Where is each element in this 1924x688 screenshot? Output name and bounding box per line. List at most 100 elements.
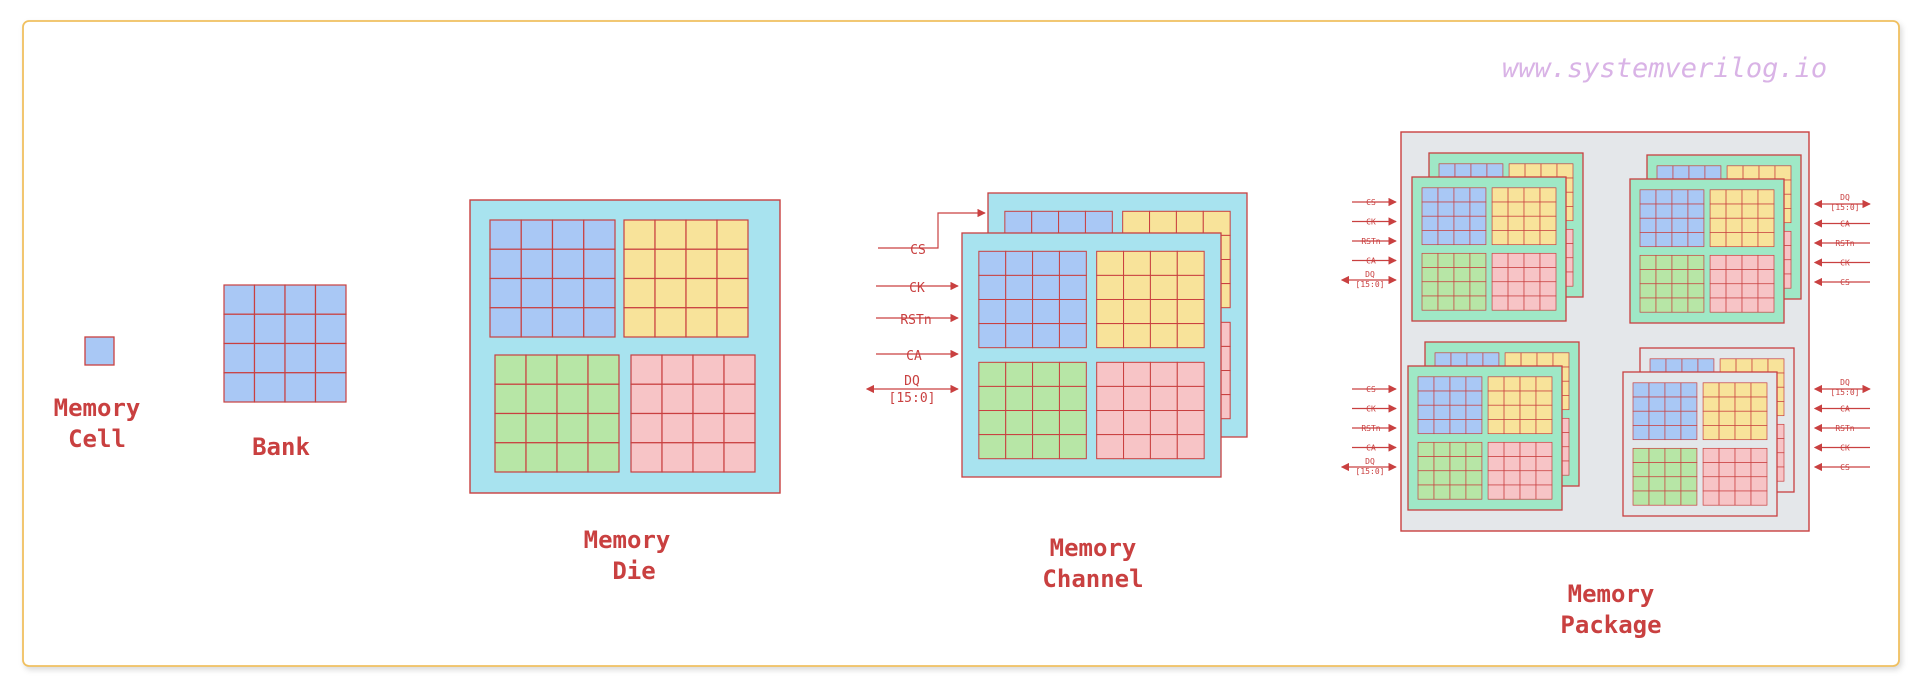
package-channel-br-front [1622,371,1778,517]
memory-cell [1697,358,1715,374]
memory-cell [1757,189,1775,205]
memory-package-group: CSCKRSTnCADQ[15:0]CSCKRSTnCADQ[15:0]DQ[1… [1340,131,1871,639]
memory-cell [1005,274,1034,300]
memory-cell [1523,252,1541,268]
memory-cell [1503,376,1521,392]
memory-cell [1702,382,1720,398]
memory-cell [1058,361,1087,387]
memory-cell [1725,269,1743,285]
memory-cell [1465,484,1483,500]
memory-cell [1757,217,1775,233]
memory-cell [1005,410,1034,436]
memory-cell [1175,210,1204,236]
package-channels [1407,152,1802,517]
memory-cell [1491,201,1509,217]
memory-cell [1465,390,1483,406]
memory-cell [1503,390,1521,406]
memory-cell [1702,396,1720,412]
memory-cell [1655,217,1673,233]
memory-cell [1449,441,1467,457]
memory-cell [1491,215,1509,231]
memory-cell [978,250,1007,276]
memory-cell [654,307,687,338]
signal-dq-label-1: DQ [904,374,920,389]
memory-cell [1519,419,1537,435]
memory-cell [1096,323,1125,349]
memory-cell [1632,410,1650,426]
memory-cell [494,442,527,473]
memory-cell [1702,462,1720,478]
memory-cell [1725,217,1743,233]
package-channel-br [1622,347,1795,517]
bank-label: Bank [252,433,310,461]
memory-cell [630,383,663,415]
memory-cell [1437,215,1455,231]
memory-cell [1671,203,1689,219]
memory-cell [1449,419,1467,435]
memory-cell [1536,352,1554,368]
die-bank-blue [489,219,616,338]
memory-cell [1491,252,1509,268]
bank-yellow [1096,250,1205,349]
bank-group: Bank [223,284,347,461]
bank-grid [223,284,347,403]
memory-cell [1687,254,1705,270]
memory-cell [1655,269,1673,285]
memory-cell [1639,269,1657,285]
memory-cell [1465,419,1483,435]
memory-cell [1032,298,1060,325]
memory-cell [623,248,656,280]
memory-cell [1058,274,1087,300]
memory-cell [685,219,718,250]
memory-cell [1741,189,1759,205]
memory-cell [1421,267,1439,283]
pkg-signal-dq-label-2: [15:0] [1356,280,1385,289]
memory-cell [1681,358,1699,374]
memory-cell [556,412,589,444]
memory-cell [1523,295,1541,311]
memory-cell [661,354,694,385]
memory-cell [1671,269,1689,285]
memory-cell [1417,390,1435,406]
memory-cell [1539,215,1557,231]
memory-cell [1702,425,1720,441]
memory-cell [1523,267,1541,283]
memory-cell [1523,230,1541,246]
memory-cell [1757,269,1775,285]
memory-cell [1058,385,1087,412]
memory-cell [1058,410,1087,436]
package-channel-tl [1411,152,1584,322]
pkg-signal-ck-label: CK [1366,218,1376,227]
memory-cell [1438,163,1456,179]
memory-cell [1734,410,1752,426]
memory-cell [1096,274,1125,300]
memory-cell [1487,390,1505,406]
memory-channel-label-line2: Channel [1042,565,1143,593]
memory-cell [1648,425,1666,441]
memory-cell [723,442,756,473]
memory-cell [1539,187,1557,203]
memory-cell [284,342,317,374]
memory-cell [587,383,620,415]
memory-cell [314,284,347,315]
memory-cell [1655,189,1673,205]
memory-cell [1469,201,1487,217]
memory-cell [1123,410,1151,436]
memory-cell [1123,323,1151,349]
memory-cell [1176,274,1205,300]
memory-cell [1664,447,1682,463]
memory-cell [1469,230,1487,246]
memory-cell [284,284,317,315]
pkg-signal-dq-label-1: DQ [1365,457,1375,466]
memory-cell [1734,476,1752,492]
memory-cell [1639,232,1657,248]
memory-cell [520,307,554,338]
memory-cell [1639,217,1657,233]
memory-cell [692,383,725,415]
memory-cell [1702,410,1720,426]
memory-cell [978,434,1007,460]
memory-cell [1519,456,1537,472]
memory-cell [1687,269,1705,285]
memory-cell [1725,254,1743,270]
